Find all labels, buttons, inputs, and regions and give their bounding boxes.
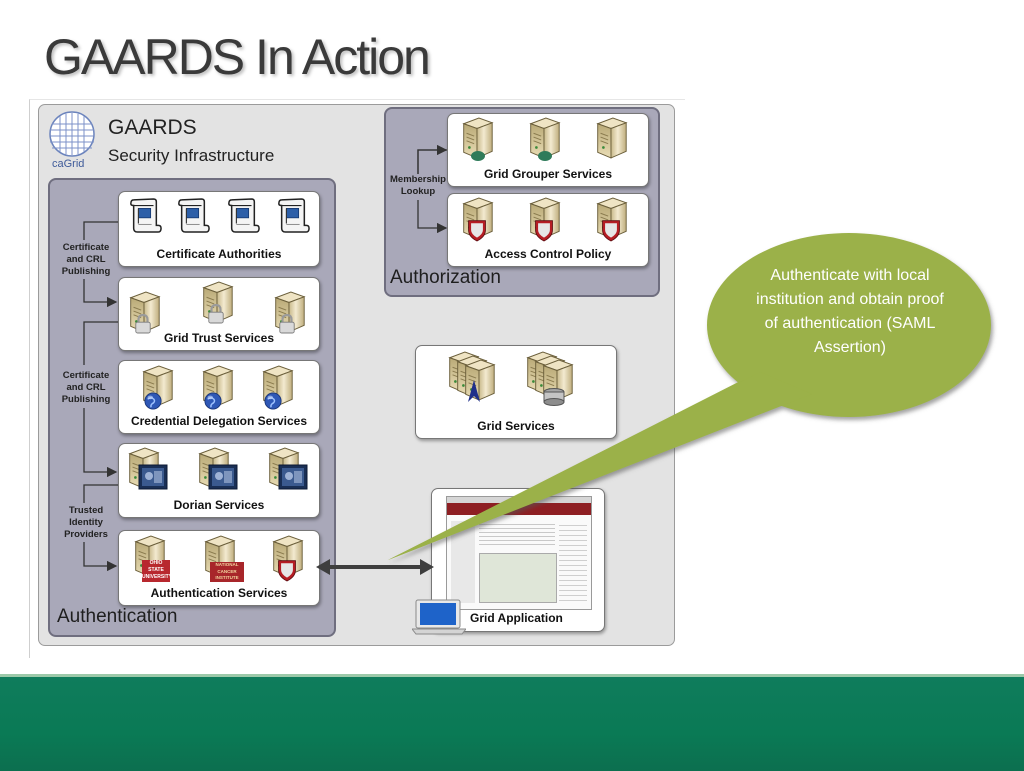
brand-subtitle: Security Infrastructure — [108, 146, 275, 165]
side-label-line: Identity — [69, 517, 103, 528]
grid-trust-services-label: Grid Trust Services — [163, 331, 275, 345]
browser-map — [479, 553, 557, 603]
side-label-line: Membership — [390, 174, 446, 185]
side-label-line: Certificate — [62, 242, 110, 253]
browser-text-block — [479, 521, 555, 547]
ohio-logo-line: STATE — [148, 567, 164, 573]
ohio-state-logo: OHIO STATE UNIVERSITY — [142, 560, 173, 582]
grid-services-box[interactable]: Grid Services — [415, 345, 617, 439]
side-label-line: Publishing — [61, 394, 111, 405]
nci-logo-line: INSTITUTE — [215, 575, 239, 580]
slide-title: GAARDS In Action — [44, 29, 431, 85]
callout-bubble — [388, 233, 991, 560]
grid-services-label: Grid Services — [477, 419, 555, 433]
access-control-policy-label: Access Control Policy — [484, 247, 612, 261]
dorian-services-label: Dorian Services — [173, 498, 265, 512]
nci-logo-line: NATIONAL — [215, 562, 239, 567]
side-label-line: and CRL — [66, 254, 106, 265]
side-label-line: Trusted — [68, 505, 104, 516]
group-icon — [471, 151, 552, 161]
credential-delegation-services-label: Credential Delegation Services — [130, 414, 308, 428]
callout-text: Authenticate with local institution and … — [756, 267, 944, 356]
browser-sidebar — [451, 521, 475, 603]
side-label-line: and CRL — [66, 382, 106, 393]
side-label-line: Publishing — [61, 266, 111, 277]
brand-title: GAARDS — [108, 116, 197, 139]
double-arrow-icon — [316, 559, 434, 575]
footer-bar — [0, 674, 1024, 771]
grid-application-label: Grid Application — [470, 611, 563, 625]
membership-lookup-label: Membership Lookup — [386, 174, 450, 198]
nci-logo: NATIONAL CANCER INSTITUTE — [210, 562, 244, 582]
browser-right-panel — [559, 521, 587, 603]
cert-crl-publishing-label-1: Certificate and CRL Publishing — [54, 242, 118, 278]
side-label-line: Lookup — [400, 186, 436, 197]
nci-logo-line: CANCER — [217, 568, 237, 574]
side-label-line: Providers — [64, 529, 108, 540]
authorization-group-label: Authorization — [390, 267, 501, 288]
ohio-logo-line: OHIO — [149, 560, 163, 566]
database-server-icon — [527, 351, 573, 406]
authentication-services-label: Authentication Services — [150, 586, 288, 600]
cagrid-logo-icon — [49, 111, 95, 157]
ohio-logo-line: UNIVERSITY — [142, 574, 173, 580]
authentication-group-label: Authentication — [57, 606, 178, 627]
cagrid-logo-text: caGrid — [52, 158, 85, 170]
grid-grouper-services-label: Grid Grouper Services — [483, 167, 613, 181]
trusted-identity-providers-label: Trusted Identity Providers — [54, 505, 118, 541]
certificate-authorities-label: Certificate Authorities — [156, 247, 282, 261]
web-browser-screenshot — [446, 496, 592, 610]
server-stack-icon — [449, 351, 495, 402]
cert-crl-publishing-label-2: Certificate and CRL Publishing — [54, 370, 118, 406]
laptop-icon — [412, 599, 466, 635]
side-label-line: Certificate — [62, 370, 110, 381]
